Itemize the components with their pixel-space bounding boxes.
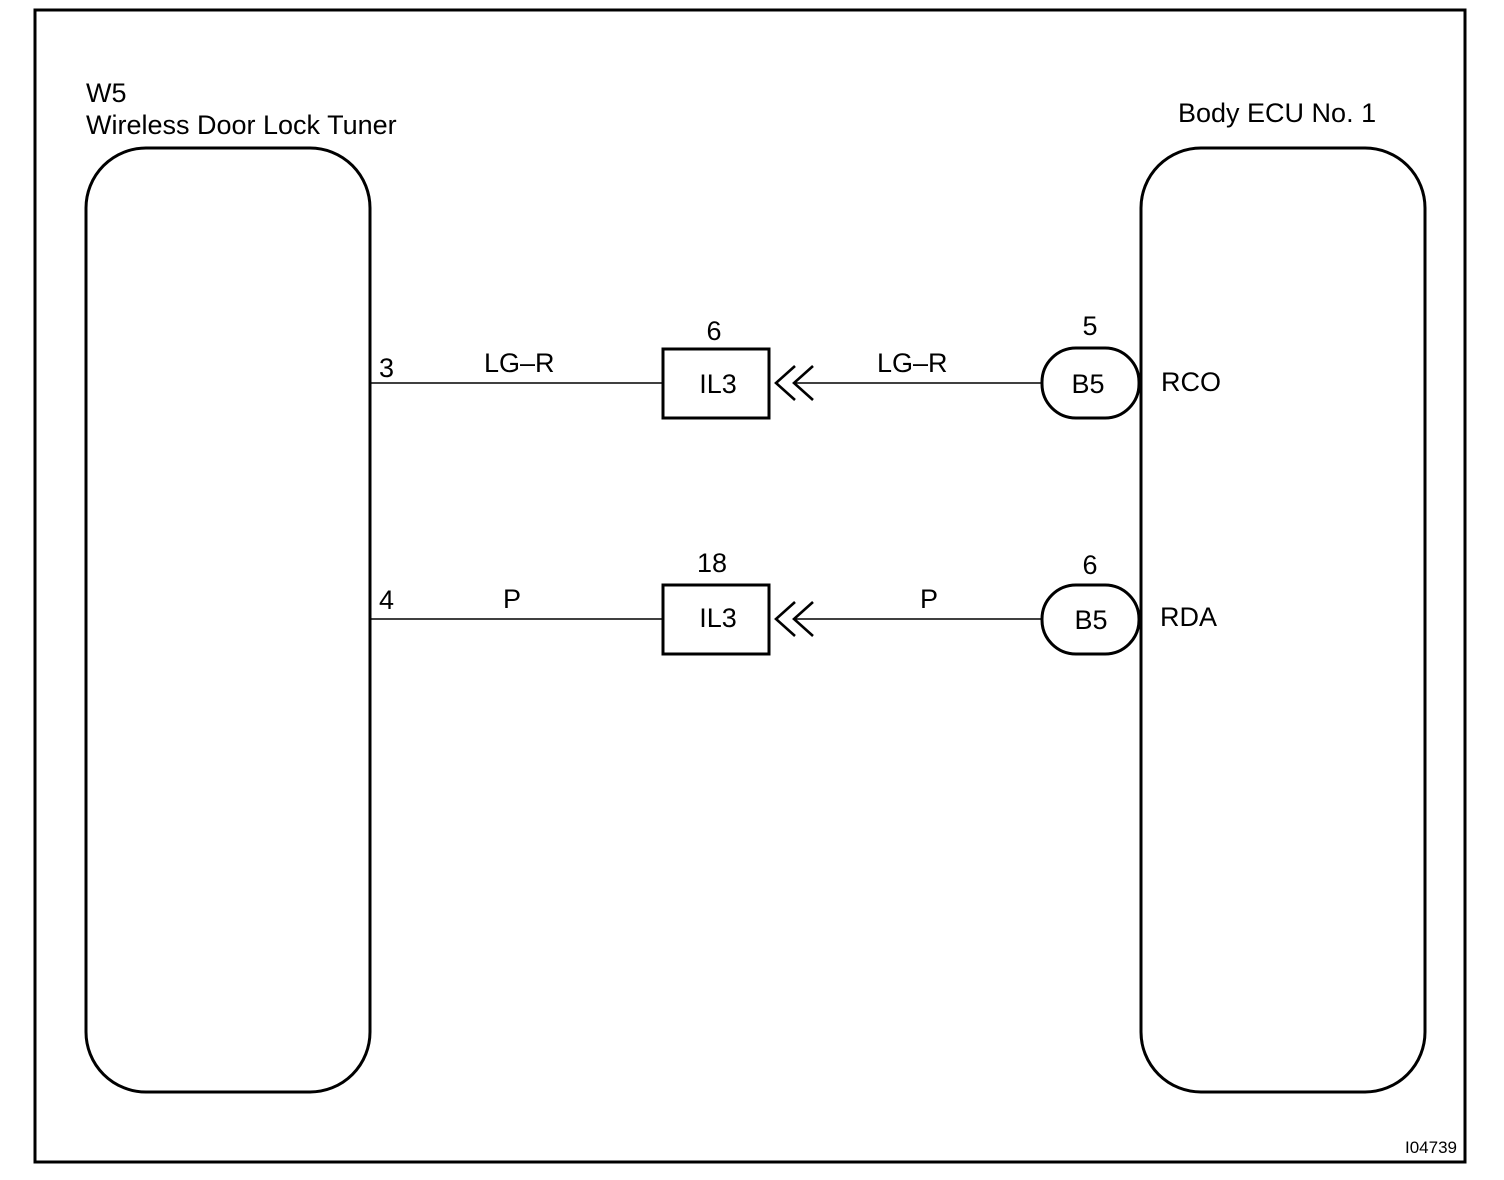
left-component-code: W5: [86, 78, 127, 108]
junction-pin-number: 6: [706, 316, 721, 346]
body-ecu-box: [1139, 146, 1427, 1094]
ecu-connector-oval: [1040, 346, 1141, 420]
ecu-connector-oval: [1040, 583, 1141, 656]
junction-connector-box: [661, 583, 771, 656]
junction-connector-label: IL3: [699, 603, 737, 633]
ecu-pin-number: 5: [1082, 311, 1097, 341]
junction-pin-number: 18: [697, 548, 727, 578]
circuit-rco: 3 LG–R 6 IL3 LG–R 5 B5 RCO: [370, 311, 1221, 420]
connector-mating-arrow-icon: [774, 365, 814, 401]
ecu-pin-number: 6: [1082, 550, 1097, 580]
figure-code: I04739: [1405, 1138, 1457, 1157]
ecu-terminal-name: RCO: [1161, 367, 1221, 397]
ecu-connector-label: B5: [1074, 605, 1107, 635]
left-pin-number: 4: [379, 585, 394, 615]
junction-connector-box: [661, 347, 771, 420]
wire-color-label: P: [503, 584, 521, 614]
ecu-connector-label: B5: [1071, 369, 1104, 399]
connector-mating-arrow-icon: [774, 601, 814, 637]
diagram-frame: [33, 8, 1467, 1164]
wire-color-label: P: [920, 584, 938, 614]
wire-color-label: LG–R: [484, 348, 555, 378]
junction-connector-label: IL3: [699, 369, 737, 399]
wireless-door-lock-tuner-box: [84, 146, 372, 1094]
left-pin-number: 3: [379, 353, 394, 383]
wire-color-label: LG–R: [877, 348, 948, 378]
right-component-name: Body ECU No. 1: [1178, 98, 1376, 128]
left-component-name: Wireless Door Lock Tuner: [86, 110, 397, 140]
circuit-rda: 4 P 18 IL3 P 6 B5 RDA: [370, 548, 1217, 656]
ecu-terminal-name: RDA: [1160, 602, 1217, 632]
